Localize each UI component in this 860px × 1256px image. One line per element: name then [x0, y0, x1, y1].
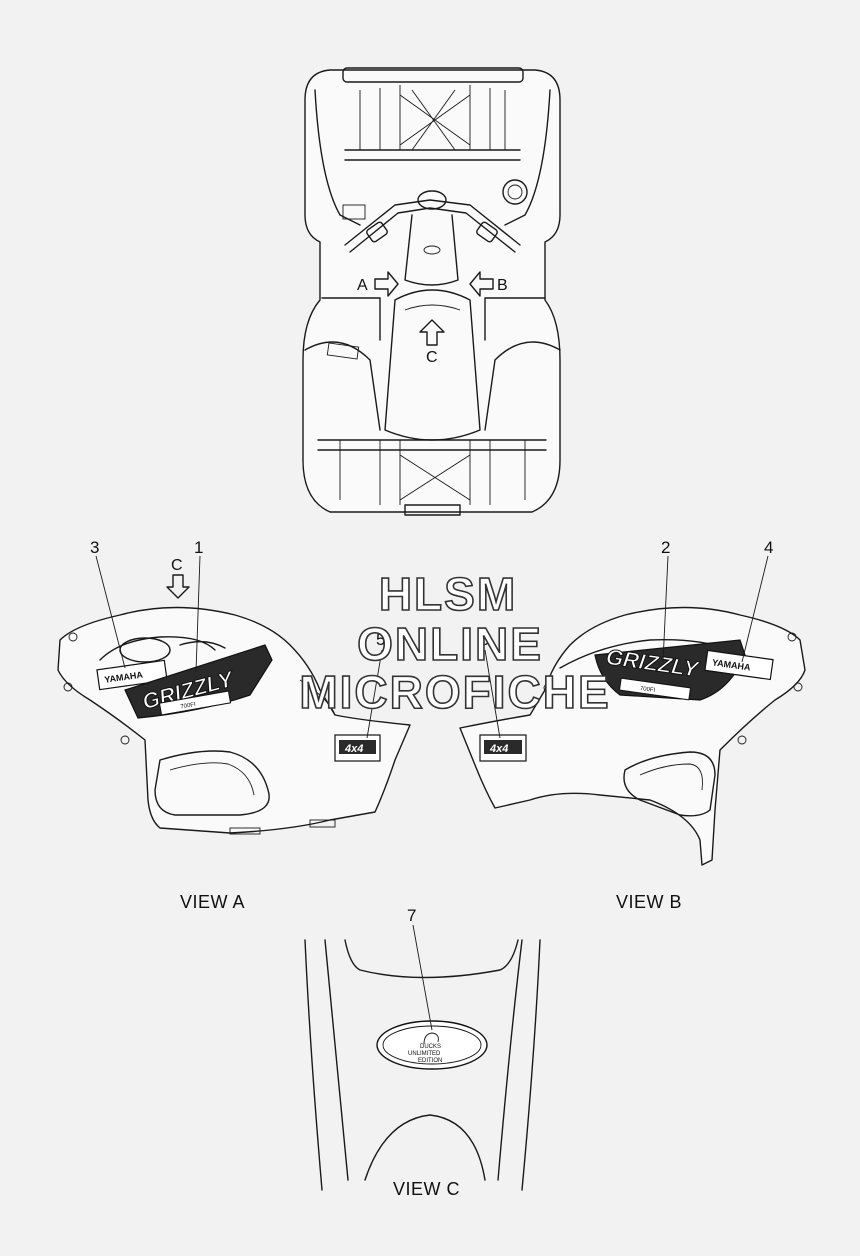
decal-ducks-unlimited: DUCKS UNLIMITED EDITION [376, 1020, 488, 1070]
svg-text:4x4: 4x4 [344, 743, 363, 755]
watermark: HLSM ONLINE MICROFICHE [299, 567, 610, 719]
callout-2: 2 [661, 538, 670, 557]
svg-text:MICROFICHE: MICROFICHE [299, 666, 610, 718]
svg-text:C: C [426, 349, 438, 366]
arrow-a: A [357, 271, 399, 297]
view-c: DUCKS UNLIMITED EDITION 7 VIEW C [304, 906, 541, 1199]
svg-text:HLSM: HLSM [379, 568, 517, 620]
view-c-title: VIEW C [393, 1179, 460, 1199]
svg-text:B: B [497, 277, 508, 294]
svg-text:C: C [171, 557, 183, 574]
callout-5: 5 [376, 630, 385, 649]
decal-4x4-a: 4x4 [334, 734, 381, 762]
decal-4x4-b: 4x4 [479, 734, 527, 762]
callout-3: 3 [90, 538, 99, 557]
view-b: GRIZZLY 700FI YAMAHA 4x4 2 4 6 VIEW B [459, 538, 806, 912]
svg-text:EDITION: EDITION [418, 1058, 442, 1064]
decal-yamaha-b: YAMAHA [704, 649, 774, 681]
view-b-title: VIEW B [616, 892, 682, 912]
svg-text:UNLIMITED: UNLIMITED [408, 1051, 441, 1057]
atv-top-view: A B C [302, 67, 561, 516]
svg-text:700FI: 700FI [180, 702, 196, 711]
svg-text:DUCKS: DUCKS [420, 1044, 441, 1050]
callout-4: 4 [764, 538, 773, 557]
callout-6: 6 [480, 630, 489, 649]
arrow-c: C [419, 319, 445, 366]
svg-text:700FI: 700FI [639, 686, 655, 694]
svg-text:4x4: 4x4 [489, 743, 508, 755]
view-a-title: VIEW A [180, 892, 245, 912]
arrow-c-view-a: C [166, 557, 190, 599]
svg-text:ONLINE: ONLINE [357, 618, 543, 670]
callout-1: 1 [194, 538, 203, 557]
svg-text:A: A [357, 277, 368, 294]
arrow-b: B [469, 271, 508, 297]
view-a: YAMAHA GRIZZLY 700FI 4x4 3 1 5 C VIEW A [57, 538, 411, 912]
callout-7: 7 [407, 906, 416, 925]
